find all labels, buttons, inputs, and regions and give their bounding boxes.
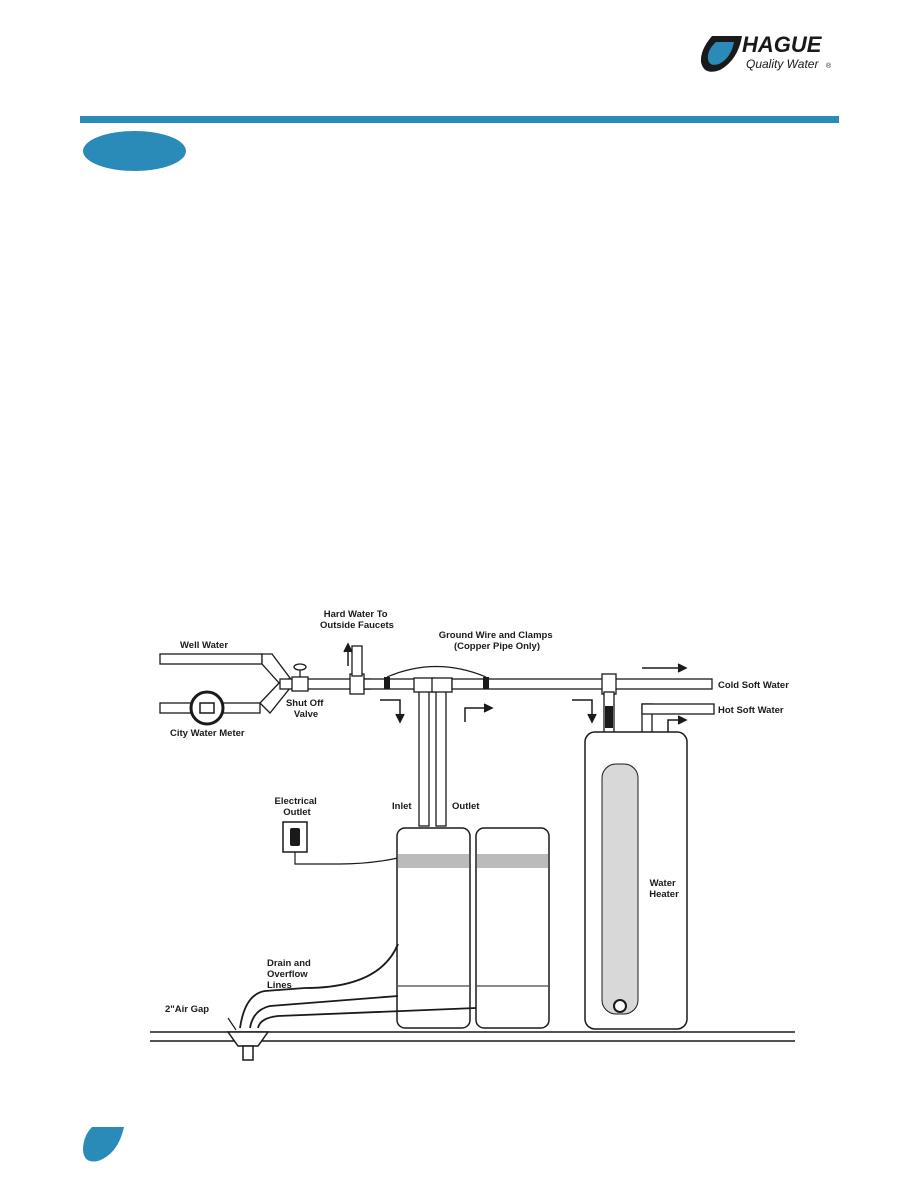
label-air-gap: 2"Air Gap [165,1004,209,1015]
ground-wire [386,665,487,678]
label-inlet: Inlet [392,801,412,812]
label-cold-soft-water: Cold Soft Water [718,680,789,691]
label-hard-water: Hard Water To Outside Faucets [320,609,394,631]
label-city-water-meter: City Water Meter [170,728,245,739]
label-hot-soft-water: Hot Soft Water [718,705,784,716]
outside-faucet-pipe [351,645,363,677]
inlet-pipe [418,683,430,827]
section-pill [83,131,186,171]
water-heater [584,731,688,1030]
label-outlet: Outlet [452,801,480,812]
brine-tank [475,827,550,1029]
ground-clamp [384,677,390,689]
heater-valve [605,706,613,728]
label-ground-wire: Ground Wire and Clamps (Copper Pipe Only… [439,630,556,652]
logo-tagline: Quality Water [746,57,819,71]
label-drain-lines: Drain and Overflow Lines [267,958,313,991]
logo-wordmark: HAGUE [742,32,823,57]
outlet-pipe [435,683,447,827]
label-water-heater: Water Heater [649,878,679,900]
label-well-water: Well Water [180,640,228,651]
overflow-line [257,1007,477,1029]
floor-drain [226,1031,270,1047]
shut-off-valve [291,676,309,692]
label-shut-off-valve: Shut Off Valve [286,698,326,720]
header-rule [80,116,839,123]
drain-line [249,995,399,1029]
power-cord [294,852,399,865]
ground-clamp [483,677,489,689]
cold-soft-pipe [451,678,713,690]
softener-tank [396,827,471,1029]
hague-logo: HAGUE Quality Water ® [700,32,832,72]
hot-soft-pipe [641,703,715,715]
installation-diagram: Well Water City Water Meter Shut Off Val… [150,609,795,1061]
logo-registered-mark: ® [826,62,832,70]
footer-drop-icon [83,1127,124,1162]
label-electrical-outlet: Electrical Outlet [275,796,320,818]
well-water-pipe [159,653,263,665]
drain-line [239,943,399,1029]
